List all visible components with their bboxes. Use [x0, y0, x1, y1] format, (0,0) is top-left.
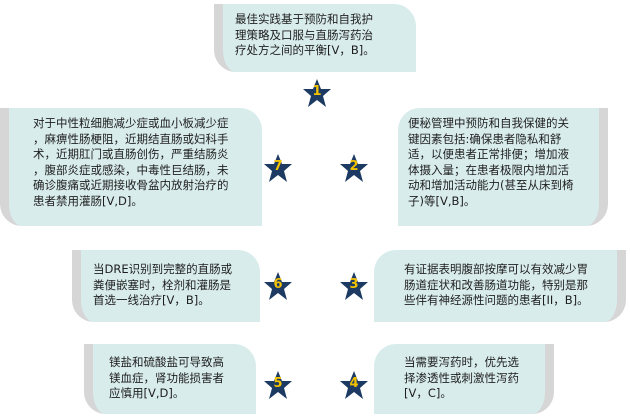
step-3-card: 有证据表明腹部按摩可以有效减少胃 肠道症状和改善肠道功能，特别是那 些伴有神经源…: [374, 250, 626, 322]
step-6-number: 6: [273, 277, 283, 292]
step-6-card: 当DRE识别到完整的直肠或 粪便嵌塞时，栓剂和灌肠是 首选一线治疗[V，B]。: [72, 250, 260, 322]
step-6-star-icon: 6: [263, 271, 293, 301]
step-4-number: 4: [349, 376, 359, 391]
step-4-card: 当需要泻药时，优先选 择渗透性或刺激性泻药 [V，C]。: [374, 344, 554, 414]
step-4-star-icon: 4: [339, 370, 369, 400]
step-3-star-icon: 3: [339, 271, 369, 301]
step-7-number: 7: [273, 159, 283, 174]
step-7-star-icon: 7: [263, 153, 293, 183]
step-5-number: 5: [273, 376, 283, 391]
step-2-card: 便秘管理中预防和自我保健的关 键因素包括:确保患者隐私和舒 适，以便患者正常排便…: [398, 108, 608, 226]
step-2-star-icon: 2: [339, 153, 369, 183]
step-3-number: 3: [349, 277, 359, 292]
step-7-card: 对于中性粒细胞减少症或血小板减少症 ，麻痹性肠梗阻，近期结直肠或妇科手 术，近期…: [0, 108, 262, 226]
step-1-card: 最佳实践基于预防和自我护 理策略及口服与直肠泻药治 疗处方之间的平衡[V，B]。: [214, 4, 416, 72]
step-5-card: 镁盐和硫酸盐可导致高 镁血症，肾功能损害者 应慎用[V,D]。: [84, 344, 256, 414]
step-5-star-icon: 5: [263, 370, 293, 400]
step-1-number: 1: [312, 84, 322, 99]
step-2-number: 2: [349, 159, 359, 174]
step-1-star-icon: 1: [302, 78, 332, 108]
